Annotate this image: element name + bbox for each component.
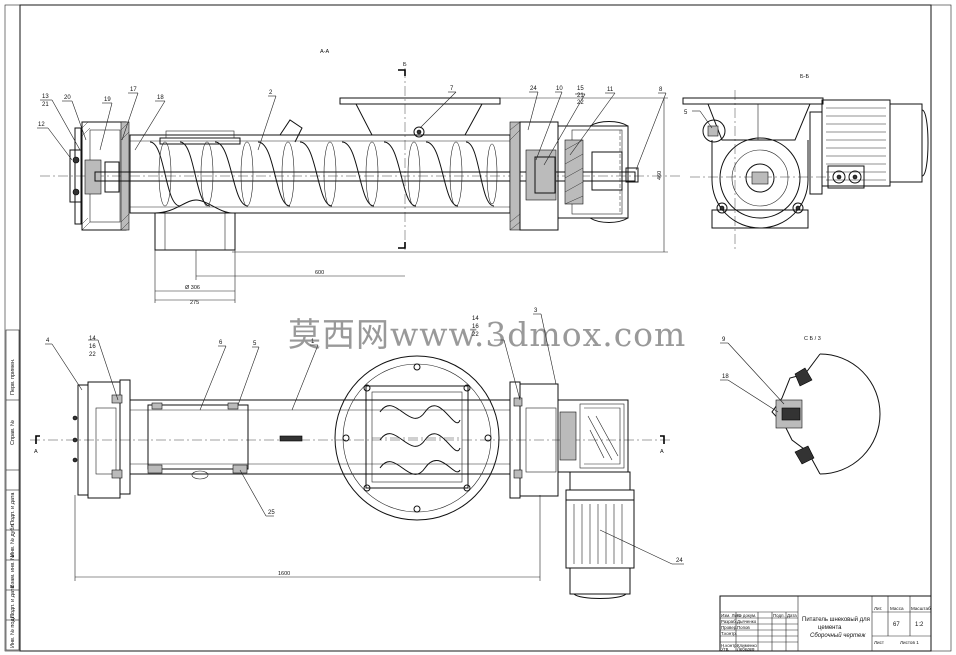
tb-row-1: Разраб. <box>721 619 737 624</box>
callout-22b: 22 <box>89 352 96 358</box>
tb-sign-col: Подп. <box>773 613 785 618</box>
callout-6: 6 <box>219 340 223 346</box>
tb-sheet: Лист <box>874 640 885 645</box>
tb-row-5: Н.контр. <box>721 643 738 648</box>
callout-19: 19 <box>104 97 111 103</box>
callout-18b: 18 <box>722 374 729 380</box>
tb-name-5: Клименко <box>737 643 757 648</box>
callout-4: 4 <box>46 338 50 344</box>
watermark: 莫西网www.3dmox.com <box>288 315 687 354</box>
tb-name-0: № докум. <box>737 613 756 618</box>
sheet-outer-border <box>4 4 952 652</box>
detail-view-label: С Б / 3 <box>804 336 821 342</box>
tb-name-2: Попов <box>737 625 750 630</box>
callout-25: 25 <box>268 510 275 516</box>
callout-16b: 16 <box>472 324 479 330</box>
callout-16: 16 <box>89 344 96 350</box>
callout-3: 3 <box>534 308 538 314</box>
cut-b-top: Б <box>403 62 407 68</box>
tb-col-lit: Лит. <box>874 606 883 611</box>
tb-col-scale: Масштаб <box>911 606 931 611</box>
tb-scale-value: 1:2 <box>915 622 924 628</box>
callout-5-side: 5 <box>684 110 688 116</box>
callout-12: 12 <box>38 122 45 128</box>
stamp-5: Взам. инв. № <box>10 554 16 588</box>
callout-14b: 14 <box>472 316 479 322</box>
callout-20: 20 <box>64 95 71 101</box>
dim-outlet-dia: Ø 306 <box>185 285 200 291</box>
side-view-label: Б-Б <box>800 74 809 80</box>
callout-24: 24 <box>530 86 537 92</box>
stamp-3: Подп. и дата <box>10 492 16 525</box>
tb-name-6: Лебедев <box>737 647 755 652</box>
stamp-6: Подп. и дата <box>10 585 16 618</box>
callout-9: 9 <box>722 337 726 343</box>
dim-inlet-offset: 600 <box>315 270 324 276</box>
dim-outlet-width: 275 <box>190 300 199 306</box>
tb-name-1: Дьяченко <box>737 619 757 624</box>
callout-21: 21 <box>42 102 49 108</box>
callout-14: 14 <box>89 336 96 342</box>
tb-mass-value: 67 <box>893 622 900 628</box>
callout-21b: 21 <box>577 93 584 99</box>
stamp-7: Инв. № подл. <box>10 613 16 648</box>
callout-24b: 24 <box>676 558 683 564</box>
tb-row-3: Т.контр. <box>721 631 737 636</box>
title-block: Изм. Лист Разраб. Провер. Т.контр. Н.кон… <box>719 595 932 652</box>
tb-row-0: Изм. Лист <box>721 613 741 618</box>
tb-col-mass: Масса <box>890 606 904 611</box>
detail-view: С Б / 3 9 18 <box>720 336 881 475</box>
top-view-section: A-A Б <box>37 49 680 306</box>
cut-a-right: А <box>660 449 664 455</box>
tb-row-6: Утв. <box>721 647 729 652</box>
stamp-4: Инв. № дубл. <box>10 522 16 557</box>
tb-title-1: Питатель шнековый для <box>802 616 870 623</box>
callout-5: 5 <box>253 341 257 347</box>
stamp-1: Перв. примен. <box>10 358 16 395</box>
side-view-section: Б-Б <box>682 74 929 250</box>
callout-17: 17 <box>130 87 137 93</box>
dim-overall-length: 1600 <box>278 571 290 577</box>
top-view-label: A-A <box>320 49 330 55</box>
tb-title-3: Сборочный чертеж <box>810 632 866 639</box>
callout-18: 18 <box>157 95 164 101</box>
callout-11: 11 <box>607 87 614 93</box>
callout-7: 7 <box>450 86 454 92</box>
callout-22: 22 <box>577 100 584 106</box>
callout-2: 2 <box>269 90 273 96</box>
stamp-2: Справ. № <box>10 420 16 445</box>
callout-15: 15 <box>577 86 584 92</box>
tb-row-2: Провер. <box>721 625 737 630</box>
callout-10: 10 <box>556 86 563 92</box>
cut-a-left: А <box>34 449 38 455</box>
tb-title-2: цемента <box>818 625 842 631</box>
callout-22c: 22 <box>472 332 479 338</box>
side-stamp: Перв. примен. Справ. № Подп. и дата Инв.… <box>5 329 20 651</box>
tb-sheets: Листов 1 <box>900 640 919 645</box>
tb-date-col: Дата <box>787 613 797 618</box>
dim-height: 460 <box>657 171 663 180</box>
callout-8: 8 <box>659 87 663 93</box>
plan-view: А А <box>30 308 684 599</box>
callout-13: 13 <box>42 94 49 100</box>
callout-1: 1 <box>311 339 315 345</box>
